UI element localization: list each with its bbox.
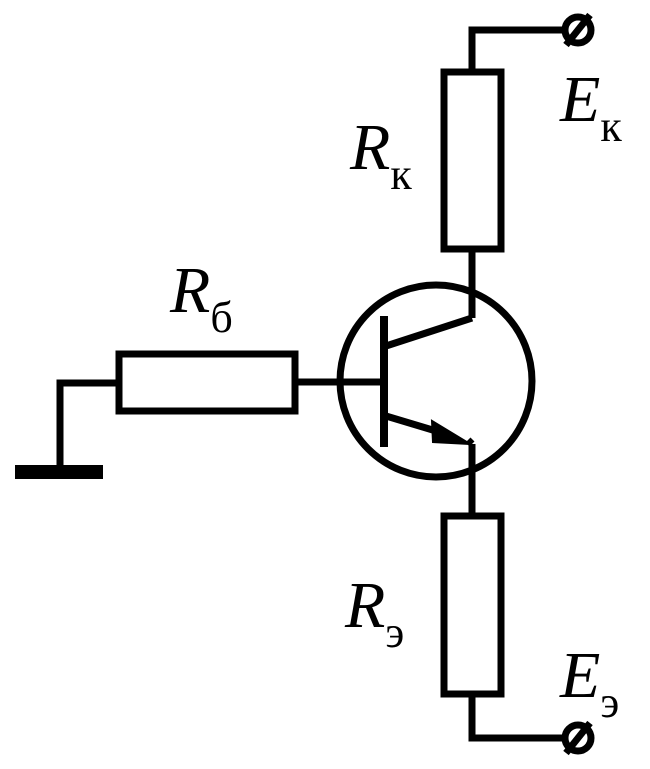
collector-resistor-label: Rк — [349, 111, 412, 199]
transistor-emitter-stub — [465, 437, 475, 447]
collector-supply-terminal — [561, 12, 595, 48]
emitter-supply-terminal — [561, 720, 595, 756]
collector-supply-wire — [468, 26, 578, 72]
collector-resistor — [440, 68, 505, 253]
emitter-supply-wire — [468, 694, 578, 742]
ground-wire — [56, 379, 119, 470]
transistor-collector-lead — [384, 314, 474, 350]
ground-symbol — [15, 465, 103, 479]
emitter-arrow — [430, 419, 471, 445]
collector-supply-label: Eк — [559, 63, 622, 151]
emitter-resistor — [440, 512, 505, 698]
base-resistor — [115, 350, 299, 415]
emitter-resistor-label: Rэ — [344, 569, 404, 657]
base-resistor-label: Rб — [169, 254, 233, 342]
emitter-supply-label: Eэ — [559, 639, 619, 727]
